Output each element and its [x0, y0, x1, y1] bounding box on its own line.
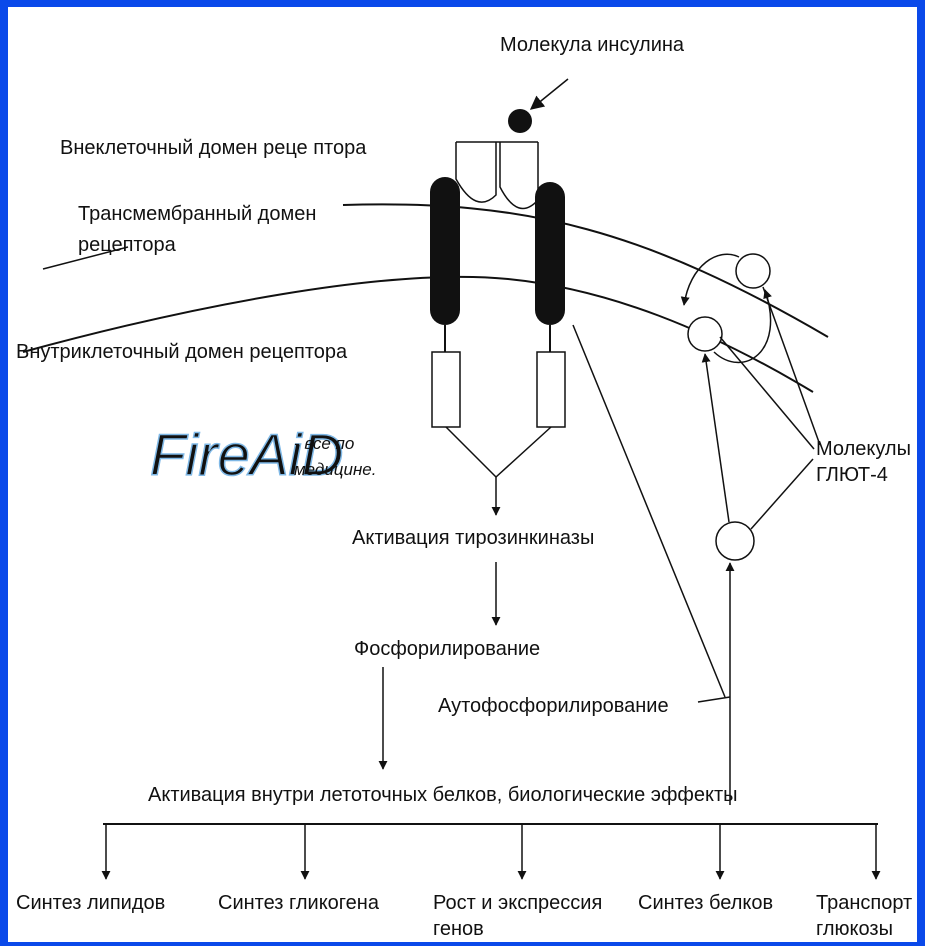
- label-glut4-2: ГЛЮТ-4: [816, 464, 888, 486]
- insulin-molecule-icon: [508, 109, 532, 133]
- receptor-intracellular-left: [432, 352, 460, 427]
- receptor-alpha-subunits: [456, 142, 538, 208]
- label-transmembrane-domain-2: рецептора: [78, 234, 177, 256]
- outcome-glycogen-synthesis: Синтез гликогена: [218, 892, 380, 914]
- insulin-signaling-diagram: Молекула инсулина Внеклеточный домен рец…: [8, 7, 917, 942]
- watermark-tagline-2: медицине.: [294, 460, 376, 479]
- outcome-glucose-transport: Транспорт: [816, 892, 912, 914]
- autophosphorylation-line-receptor: [573, 325, 725, 697]
- outcome-protein-synthesis: Синтез белков: [638, 892, 773, 914]
- autophosphorylation-line-glut: [698, 697, 730, 702]
- glut4-molecule-top: [736, 254, 770, 288]
- insulin-pointer-arrow: [531, 79, 568, 109]
- glut4-molecule-bottom: [716, 522, 754, 560]
- receptor-transmembrane-left: [430, 177, 460, 325]
- outcome-growth-expression-2: генов: [433, 918, 484, 940]
- outcome-glucose-transport-2: глюкозы: [816, 918, 893, 940]
- label-transmembrane-domain: Трансмембранный домен: [78, 203, 316, 225]
- glut4-molecule-middle: [688, 317, 722, 351]
- outcome-lipid-synthesis: Синтез липидов: [16, 892, 165, 914]
- diagram-frame: Молекула инсулина Внеклеточный домен рец…: [8, 7, 917, 942]
- label-autophosphorylation: Аутофосфорилирование: [438, 695, 669, 717]
- receptor-intracellular-right: [537, 352, 565, 427]
- label-intracellular-domain: Внутриклеточный домен рецептора: [16, 341, 348, 363]
- label-protein-activation: Активация внутри летоточных белков, биол…: [148, 784, 738, 806]
- receptor-transmembrane-right: [535, 182, 565, 325]
- label-extracellular-domain: Внеклеточный домен реце птора: [60, 137, 367, 159]
- watermark-logo: FireAiD - все по медицине.: [150, 423, 376, 488]
- glut4-arrow-up: [705, 354, 729, 522]
- label-phosphorylation: Фосфорилирование: [354, 638, 540, 660]
- label-insulin-molecule: Молекула инсулина: [500, 34, 685, 56]
- label-glut4: Молекулы: [816, 438, 911, 460]
- outcome-growth-expression: Рост и экспрессия: [433, 892, 602, 914]
- label-tyrosine-kinase: Активация тирозинкиназы: [352, 527, 594, 549]
- glut4-cycle-arrow-left: [684, 254, 739, 305]
- watermark-tagline: - все по: [294, 434, 354, 453]
